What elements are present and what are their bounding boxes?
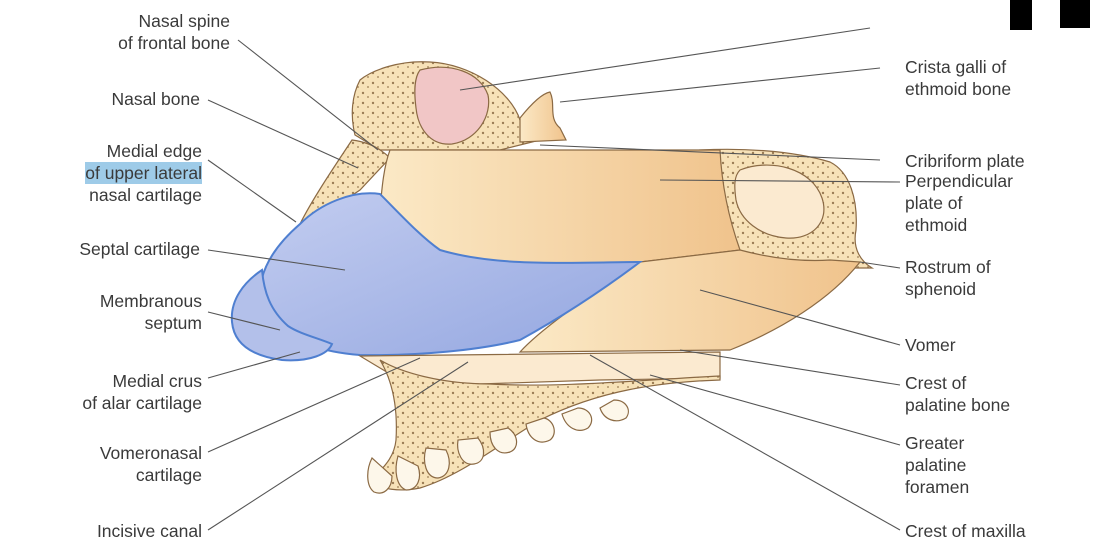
label-vomer: Vomer — [905, 334, 1095, 356]
label-perpendicular-plate: Perpendicular plate of ethmoid — [905, 170, 1095, 236]
label-crest-maxilla: Crest of maxilla — [905, 520, 1095, 542]
frontal-bone — [352, 62, 540, 150]
label-vomeronasal: Vomeronasal cartilage — [20, 442, 202, 486]
label-nasal-spine: Nasal spine of frontal bone — [40, 10, 230, 54]
label-nasal-bone: Nasal bone — [40, 88, 200, 110]
label-rostrum: Rostrum of sphenoid — [905, 256, 1095, 300]
label-membranous-septum: Membranous septum — [20, 290, 202, 334]
label-greater-palatine: Greater palatine foramen — [905, 432, 1095, 498]
corner-bar-right — [1060, 0, 1090, 28]
corner-bar-left — [1010, 0, 1032, 30]
label-medial-crus: Medial crus of alar cartilage — [20, 370, 202, 414]
label-cribriform-plate: Cribriform plate — [905, 150, 1095, 172]
label-crista-galli: Crista galli of ethmoid bone — [905, 56, 1095, 100]
label-incisive-canal: Incisive canal — [0, 520, 202, 542]
label-medial-edge: Medial edge of upper lateral nasal carti… — [10, 140, 202, 206]
crista-galli — [520, 92, 566, 142]
label-septal-cartilage: Septal cartilage — [0, 238, 200, 260]
label-crest-palatine: Crest of palatine bone — [905, 372, 1095, 416]
